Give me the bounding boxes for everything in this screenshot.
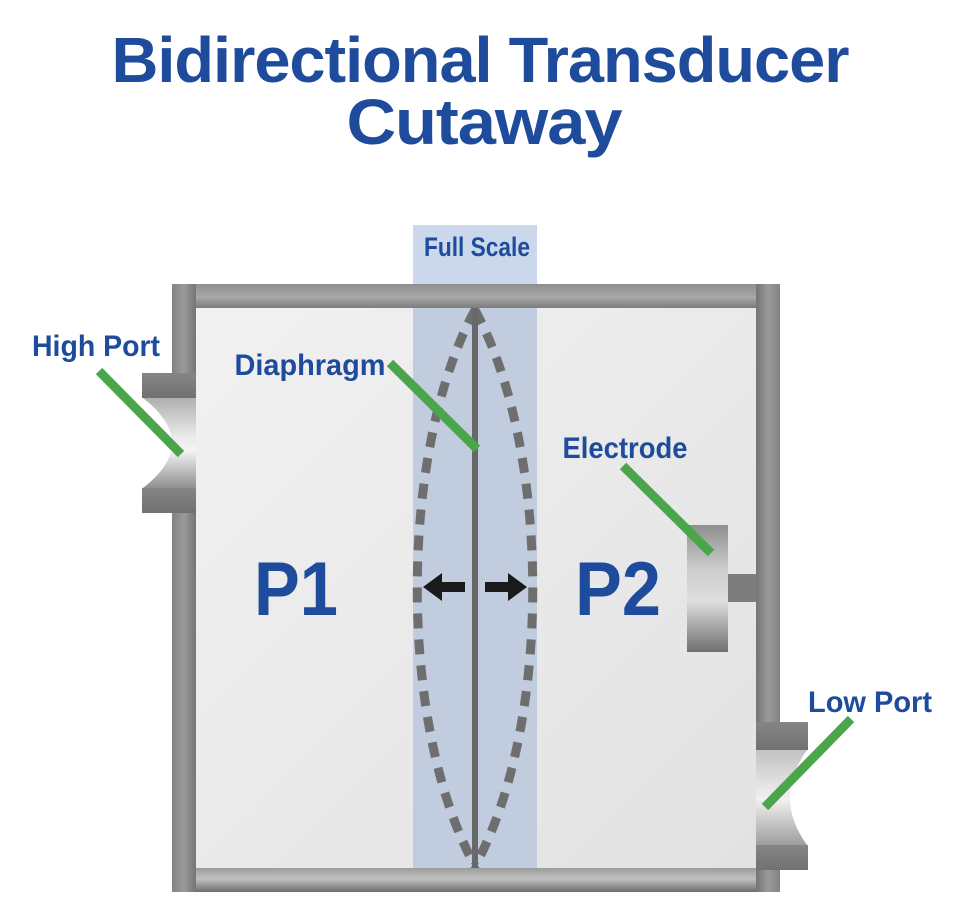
- deflection-arrow-right: [485, 573, 527, 601]
- diaphragm-label: Diaphragm: [235, 349, 386, 382]
- housing-wall-top: [172, 284, 780, 308]
- full-scale-label: Full Scale: [424, 232, 530, 262]
- electrode-leader-line: [619, 462, 715, 557]
- leader-lines: [95, 359, 855, 811]
- housing-wall-bottom: [172, 868, 780, 892]
- deflection-curve-right: [471, 307, 538, 869]
- title-line-2: Cutaway: [347, 86, 624, 158]
- high-port-leader-line: [95, 367, 185, 458]
- high-port: [142, 373, 196, 513]
- chamber-p2-label: P2: [575, 547, 661, 632]
- low-port-opening: [756, 750, 807, 845]
- high-port-flange-bottom: [142, 488, 196, 513]
- low-port-label: Low Port: [808, 686, 932, 719]
- title-line-1: Bidirectional Transducer: [112, 24, 849, 96]
- low-port-flange-top: [756, 722, 808, 750]
- high-port-opening: [143, 398, 196, 488]
- electrode-stub: [728, 574, 756, 602]
- diaphragm-leader-line: [386, 359, 481, 453]
- low-port-flange-bottom: [756, 845, 808, 870]
- diaphragm-deflection-envelope: [412, 307, 538, 869]
- title: Bidirectional Transducer Cutaway: [112, 24, 850, 158]
- high-port-flange-top: [142, 373, 196, 398]
- deflection-arrow-left: [423, 573, 465, 601]
- electrode-label: Electrode: [563, 432, 688, 465]
- low-port-leader-line: [761, 715, 855, 811]
- chamber-p1-label: P1: [254, 547, 338, 632]
- deflection-curve-left: [412, 307, 479, 869]
- high-port-label: High Port: [32, 330, 160, 363]
